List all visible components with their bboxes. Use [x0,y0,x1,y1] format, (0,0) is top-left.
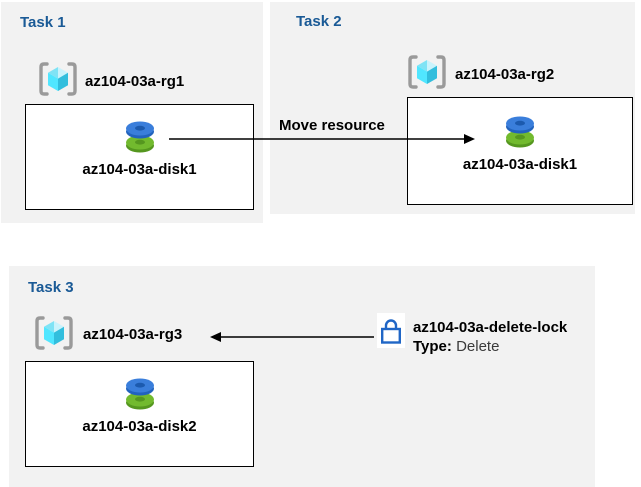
lock-type-label: Type: [413,338,452,355]
task1-panel: Task 1 az104-03a-rg1 az104-03a-disk1 [1,2,263,223]
managed-disk-icon [125,378,154,410]
task1-title: Task 1 [20,14,66,31]
managed-disk-icon [506,116,534,148]
task3-disk-label: az104-03a-disk2 [82,418,197,435]
task3-title: Task 3 [28,279,74,296]
resource-group-icon [408,55,446,89]
task2-resource-box: az104-03a-disk1 [407,97,633,205]
task3-resource-box: az104-03a-disk2 [25,361,254,467]
task2-panel: Task 2 az104-03a-rg2 az104-03a-disk1 [270,2,635,214]
task3-resource-group-label: az104-03a-rg3 [83,326,183,343]
lock-icon [377,313,405,348]
task2-disk-label: az104-03a-disk1 [462,156,578,173]
lock-text-block: az104-03a-delete-lock Type: Delete [413,318,567,356]
task1-disk-label: az104-03a-disk1 [82,161,197,178]
lock-type-line: Type: Delete [413,337,567,356]
lock-type-value: Delete [456,338,500,355]
task2-title: Task 2 [296,13,342,30]
task3-panel: Task 3 az104-03a-rg3 az104-03a-disk2 [9,266,595,487]
move-resource-label: Move resource [279,117,385,134]
resource-group-icon [35,316,73,350]
task2-resource-group-label: az104-03a-rg2 [455,66,555,83]
managed-disk-icon [125,121,154,153]
lock-icon-glyph [381,318,402,344]
resource-group-icon [39,62,77,96]
task1-resource-box: az104-03a-disk1 [25,104,254,210]
task1-resource-group-label: az104-03a-rg1 [85,73,185,90]
lock-name-label: az104-03a-delete-lock [413,319,568,336]
